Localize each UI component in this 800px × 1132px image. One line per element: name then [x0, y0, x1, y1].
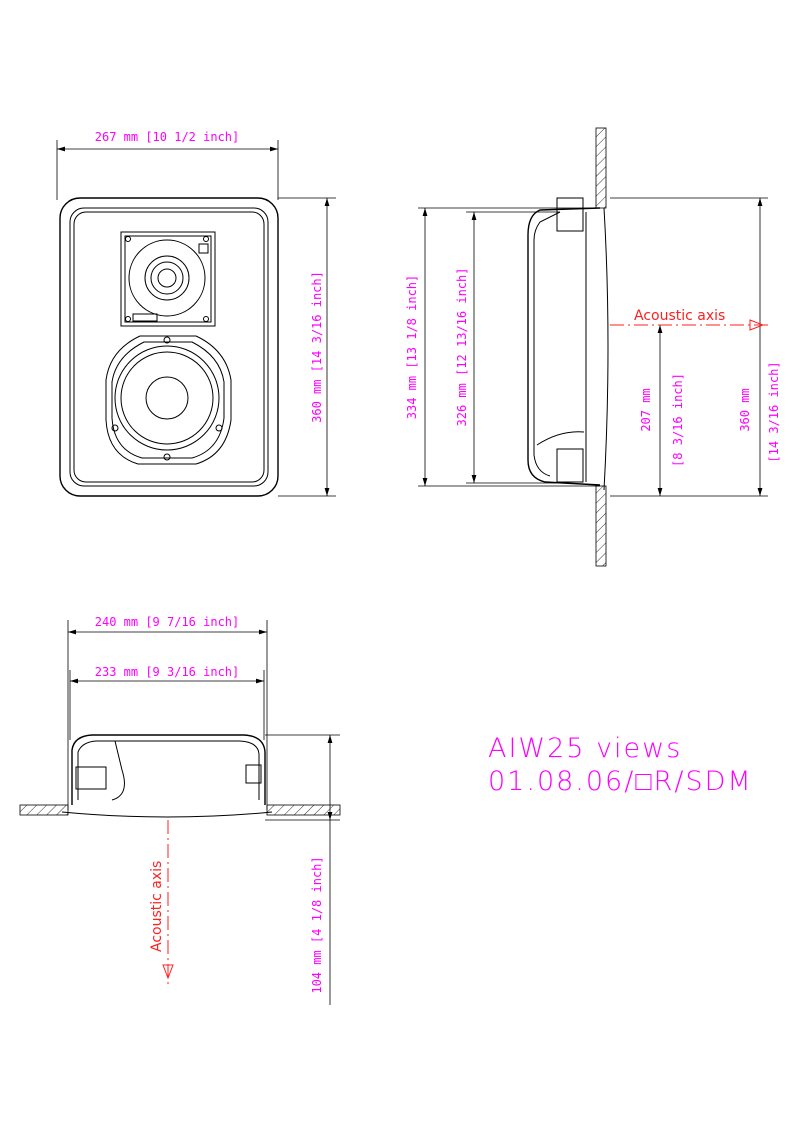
side-acoustic-axis-label: Acoustic axis [634, 308, 725, 324]
side-326-label: 326 mm [12 13/16 inch] [455, 268, 469, 427]
woofer [105, 335, 232, 465]
bottom-104-label: 104 mm [4 1/8 inch] [310, 856, 324, 993]
side-207-inch-label: [8 3/16 inch] [671, 373, 685, 467]
tweeter [120, 231, 216, 327]
bottom-233-label: 233 mm [9 3/16 inch] [95, 665, 240, 679]
side-view: 334 mm [13 1/8 inch] 326 mm [12 13/16 in… [405, 127, 781, 567]
drawing-title: AIW25 views [488, 733, 682, 764]
front-width-label: 267 mm [10 1/2 inch] [95, 130, 240, 144]
speaker-grille-frame [59, 197, 279, 497]
bottom-view: 240 mm [9 7/16 inch] 233 mm [9 3/16 inch… [19, 615, 341, 1005]
drawing-date-code: 01.08.06/□R/SDM [488, 766, 753, 797]
front-view: 267 mm [10 1/2 inch] 360 mm [14 3/16 inc… [56, 130, 336, 497]
wall [595, 127, 607, 209]
side-207-mm-label: 207 mm [639, 388, 653, 431]
side-334-label: 334 mm [13 1/8 inch] [405, 275, 419, 420]
bottom-240-label: 240 mm [9 7/16 inch] [95, 615, 240, 629]
side-360-inch-label: [14 3/16 inch] [767, 361, 781, 462]
ceiling [19, 804, 69, 816]
front-height-label: 360 mm [14 3/16 inch] [310, 271, 324, 423]
bottom-acoustic-axis-label: Acoustic axis [149, 861, 165, 952]
side-360-mm-label: 360 mm [738, 388, 752, 431]
